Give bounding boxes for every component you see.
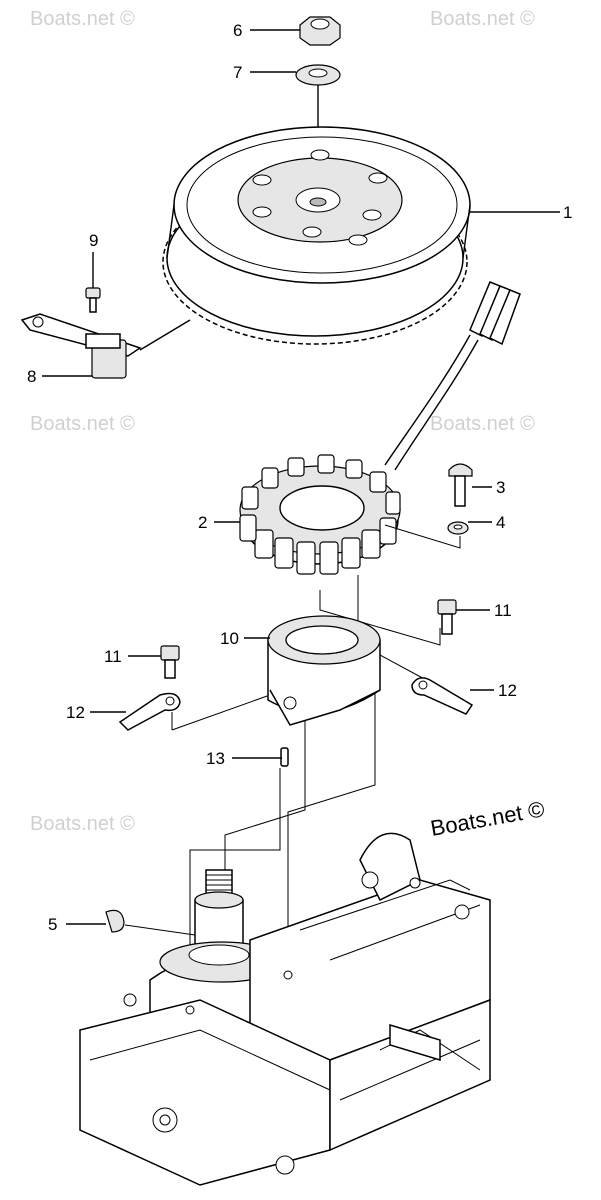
lockwasher-part-4 <box>447 521 469 535</box>
callout-6: 6 <box>233 21 242 40</box>
stator-wires <box>384 281 521 471</box>
stator-base-part-10 <box>267 615 381 726</box>
callout-2: 2 <box>198 513 207 532</box>
callout-9: 9 <box>89 231 98 250</box>
callout-1: 1 <box>563 203 572 222</box>
callout-8: 8 <box>27 367 36 386</box>
callout-3: 3 <box>496 478 505 497</box>
callout-12-right: 12 <box>498 681 517 700</box>
pulser-coil-part-8 <box>20 313 142 379</box>
callout-4: 4 <box>496 513 505 532</box>
dowel-pin-part-13 <box>280 747 289 767</box>
watermark: Boats.net © <box>30 8 135 30</box>
flywheel-part-1 <box>162 126 471 345</box>
callout-11-left: 11 <box>104 647 122 666</box>
assembly-guide-lines <box>124 524 461 1010</box>
bracket-part-12-right <box>411 677 474 715</box>
engine-block <box>79 832 491 1186</box>
callout-labels: 6 7 1 9 8 3 2 4 11 10 11 12 12 13 5 <box>27 21 572 934</box>
callout-5: 5 <box>48 915 57 934</box>
watermark: Boats.net © <box>30 413 135 435</box>
washer-part-7 <box>295 64 341 86</box>
bolt-part-11-right <box>437 599 457 635</box>
callout-11-right: 11 <box>494 601 512 620</box>
callout-12-left: 12 <box>66 703 85 722</box>
key-part-5 <box>105 909 125 933</box>
bracket-part-12-left <box>118 692 181 731</box>
credit-watermark: Boats.net © <box>429 796 547 841</box>
callout-10: 10 <box>220 629 239 648</box>
watermark: Boats.net © <box>430 413 535 435</box>
nut-part-6 <box>299 16 341 46</box>
callout-7: 7 <box>233 63 242 82</box>
callout-13: 13 <box>206 749 225 768</box>
screw-part-9 <box>85 287 101 313</box>
bolt-part-11-left <box>160 645 180 679</box>
bolt-part-3 <box>448 463 473 507</box>
watermark: Boats.net © <box>30 813 135 835</box>
leader-lines <box>42 29 560 925</box>
watermark: Boats.net © <box>430 8 535 30</box>
stator-part-2 <box>239 454 401 575</box>
watermark-group: Boats.net © Boats.net © Boats.net © Boat… <box>30 8 535 835</box>
